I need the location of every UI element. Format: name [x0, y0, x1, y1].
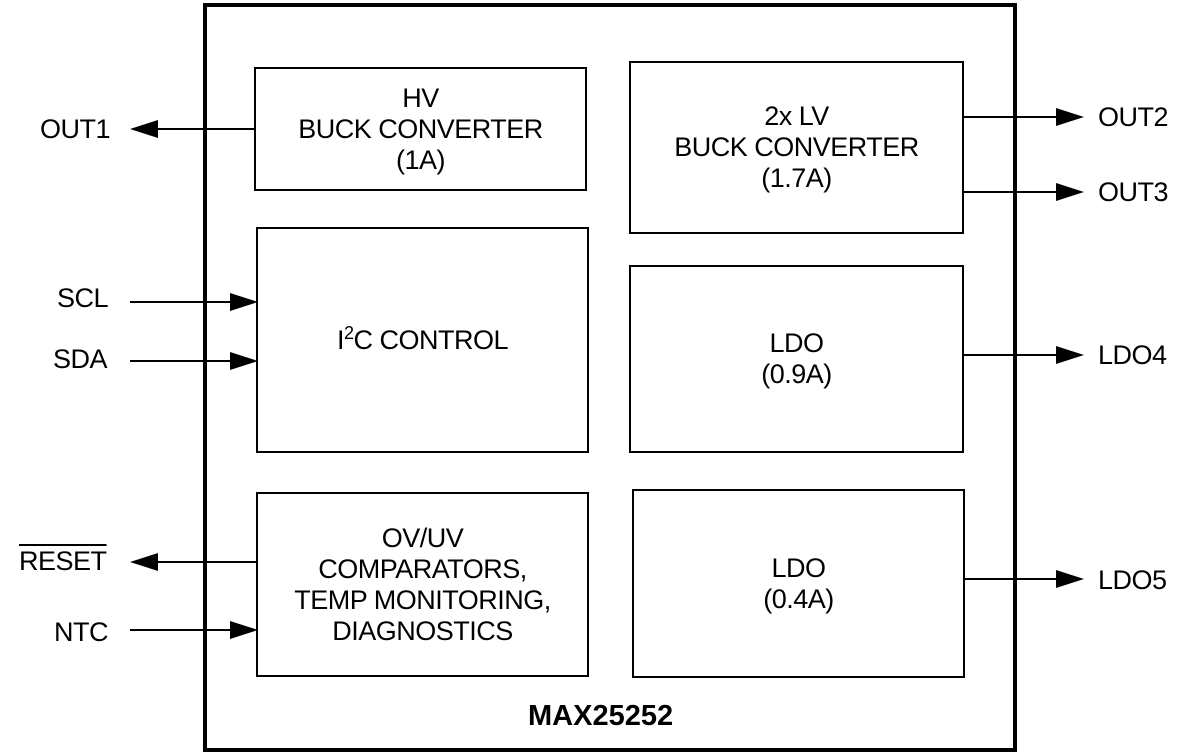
monitor-line4: DIAGNOSTICS — [332, 615, 513, 646]
monitor-line1: OV/UV — [381, 522, 464, 553]
lv-buck-line1: 2x LV — [764, 101, 829, 131]
monitor-line3: TEMP MONITORING, — [294, 584, 551, 615]
pin-ntc: NTC — [54, 617, 109, 647]
chip-outline — [203, 3, 1017, 752]
lv-buck-line3: (1.7A) — [761, 163, 832, 193]
monitoring-diagnostics-block: OV/UV COMPARATORS, TEMP MONITORING, DIAG… — [256, 492, 589, 677]
arrow-scl — [230, 293, 258, 311]
arrow-reset — [130, 553, 158, 571]
hv-buck-line2: BUCK CONVERTER — [298, 113, 543, 144]
ldo5-line2: (0.4A) — [763, 583, 834, 614]
arrow-out2 — [1056, 108, 1084, 126]
ldo-0-4a-block: LDO (0.4A) — [632, 489, 965, 678]
arrow-out3 — [1056, 183, 1084, 201]
ldo-0-9a-block: LDO (0.9A) — [629, 265, 964, 453]
ldo4-line2: (0.9A) — [761, 359, 832, 389]
monitor-line2: COMPARATORS, — [318, 553, 527, 584]
pin-reset: RESET — [19, 546, 107, 576]
lv-buck-line2: BUCK CONVERTER — [674, 132, 919, 162]
hv-buck-converter-block: HV BUCK CONVERTER (1A) — [254, 67, 587, 191]
arrow-ldo5 — [1056, 570, 1084, 588]
i2c-control-label: I2C CONTROL — [336, 322, 509, 355]
lv-buck-converter-block: 2x LV BUCK CONVERTER (1.7A) — [629, 61, 964, 234]
pin-out3: OUT3 — [1098, 177, 1169, 207]
pin-ldo5: LDO5 — [1098, 565, 1167, 595]
arrow-ldo4 — [1056, 346, 1084, 364]
pin-scl: SCL — [57, 283, 109, 313]
hv-buck-line3: (1A) — [395, 144, 446, 175]
arrow-out1 — [130, 120, 158, 138]
pin-out2: OUT2 — [1098, 102, 1169, 132]
i2c-control-block: I2C CONTROL — [256, 227, 589, 453]
ldo4-line1: LDO — [769, 328, 824, 358]
pin-sda: SDA — [53, 344, 108, 374]
i2c-superscript: 2 — [343, 322, 354, 343]
pin-ldo4: LDO4 — [1098, 340, 1167, 370]
pin-out1: OUT1 — [40, 114, 111, 144]
arrow-ntc — [230, 621, 258, 639]
ldo5-line1: LDO — [771, 552, 826, 583]
hv-buck-line1: HV — [402, 82, 439, 113]
chip-name: MAX25252 — [528, 700, 674, 732]
arrow-sda — [230, 352, 258, 370]
